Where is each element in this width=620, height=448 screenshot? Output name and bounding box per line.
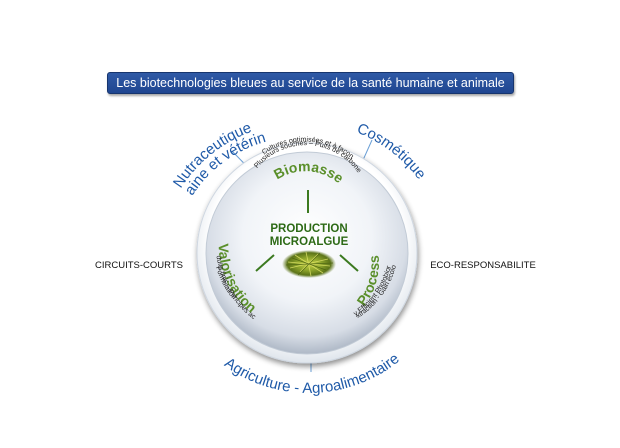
divider-green-right <box>339 254 359 272</box>
title-banner: Les biotechnologies bleues au service de… <box>107 72 514 94</box>
center-title-line1: PRODUCTION <box>270 223 347 235</box>
divider-green-left <box>255 254 275 272</box>
label-nutraceutique-line2: humaine et vétérinaire <box>0 0 268 198</box>
microalgae-image <box>282 250 336 278</box>
center-title-line2: MICROALGUE <box>270 236 349 248</box>
label-eco-responsabilite: ECO-RESPONSABILITE <box>430 260 536 271</box>
label-circuits-courts: CIRCUITS-COURTS <box>95 260 183 271</box>
